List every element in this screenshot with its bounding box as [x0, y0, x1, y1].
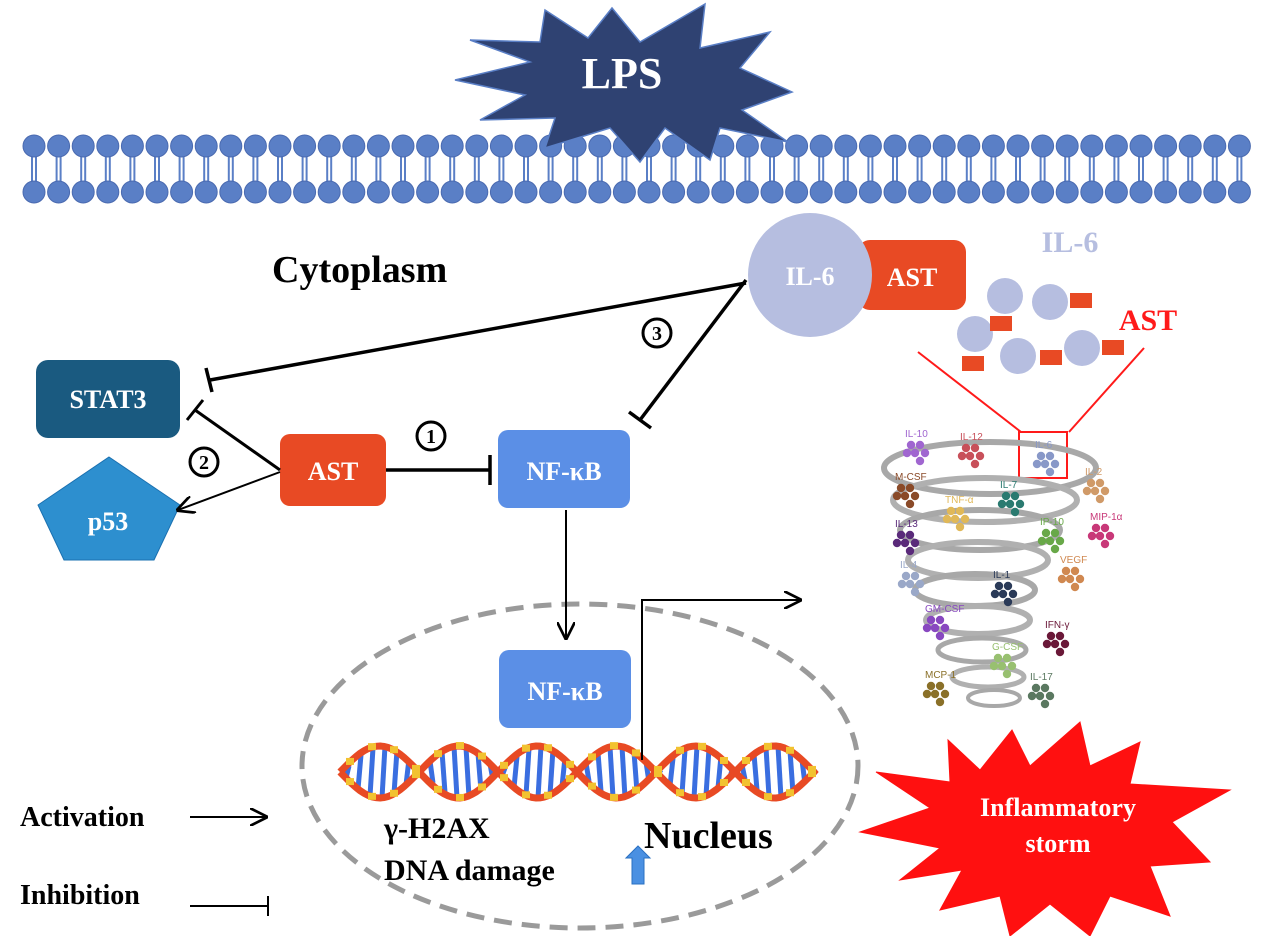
nfkb-cytoplasm-node: NF-κB — [498, 430, 630, 508]
cytokine-m-csf: M-CSF — [892, 472, 927, 509]
cytokine-il-7: IL-7 — [997, 480, 1025, 517]
ast-inhibit-stat3-bar — [185, 399, 205, 421]
cytokine-il-13: IL-13 — [892, 519, 920, 556]
nucleus-label: Nucleus — [644, 815, 773, 857]
il6-inhibit-nfkb-bar — [627, 410, 653, 430]
nfkb-nucleus-label: NF-κB — [527, 677, 602, 706]
ast-label: AST — [308, 457, 359, 486]
il6-inhibit-stat3-line — [209, 281, 747, 382]
dna-helix — [337, 742, 819, 802]
cytokine-il-1: IL-1 — [990, 570, 1018, 607]
dna-damage-label: DNA damage — [384, 854, 555, 887]
cytokine-il-4: IL-4 — [897, 560, 925, 597]
svg-text:MCP-1: MCP-1 — [925, 670, 957, 681]
svg-text:2: 2 — [199, 452, 209, 474]
svg-text:MIP-1α: MIP-1α — [1090, 512, 1123, 523]
nucleus-boundary — [299, 601, 861, 931]
increase-arrow-icon — [624, 845, 652, 885]
il6-circle-label: IL-6 — [785, 262, 834, 291]
nfkb-cytoplasm-label: NF-κB — [526, 457, 601, 486]
svg-text:IL-12: IL-12 — [960, 432, 983, 443]
storm-label-line1: Inflammatory — [980, 793, 1136, 822]
svg-text:IL-2: IL-2 — [1085, 467, 1103, 478]
cytokine-mip-1-: MIP-1α — [1087, 512, 1123, 549]
svg-text:IL-1: IL-1 — [993, 570, 1011, 581]
svg-text:IL-6: IL-6 — [1035, 440, 1053, 451]
cytokine-tnf-: TNF-α — [942, 495, 974, 532]
cytokine-il-17: IL-17 — [1027, 672, 1055, 709]
pathway-arrows — [178, 278, 800, 760]
svg-text:G-CSF: G-CSF — [992, 642, 1023, 653]
ast-inhibit-stat3-line — [194, 408, 281, 472]
legend-inhibition-label: Inhibition — [20, 880, 140, 911]
svg-text:TNF-α: TNF-α — [945, 495, 974, 506]
svg-text:M-CSF: M-CSF — [895, 472, 927, 483]
cytokine-il-12: IL-12 — [957, 432, 985, 469]
ast-bound-label: AST — [887, 263, 938, 292]
cytokine-il-6: IL-6 — [1032, 440, 1060, 477]
legend-activation-label: Activation — [20, 802, 145, 833]
svg-text:IL-13: IL-13 — [895, 519, 918, 530]
cytokine-g-csf: G-CSF — [989, 642, 1023, 679]
cytokine-gm-csf: GM-CSF — [922, 604, 964, 641]
ast-cluster-label: AST — [1119, 304, 1177, 337]
svg-text:3: 3 — [652, 323, 662, 345]
svg-text:IFN-γ: IFN-γ — [1045, 620, 1069, 631]
step-markers: 3 1 2 — [188, 317, 673, 478]
il6-ast-cluster: IL-6 AST — [917, 226, 1177, 479]
svg-text:IL-10: IL-10 — [905, 429, 928, 440]
svg-text:1: 1 — [426, 426, 436, 448]
svg-text:IL-7: IL-7 — [1000, 480, 1018, 491]
cytokine-ip-10: IP-10 — [1037, 517, 1064, 554]
ast-node: AST — [280, 434, 386, 506]
cytoplasm-label: Cytoplasm — [272, 249, 447, 291]
il6-inhibit-stat3-bar — [204, 367, 214, 393]
inflammatory-storm: Inflammatory storm — [858, 721, 1232, 936]
il6-cluster-label: IL-6 — [1042, 226, 1099, 259]
cytokine-il-10: IL-10 — [902, 429, 930, 466]
stat3-label: STAT3 — [69, 385, 146, 414]
cytokine-ifn-: IFN-γ — [1042, 620, 1069, 657]
gamma-h2ax-label: γ-H2AX — [383, 812, 490, 845]
nfkb-nucleus-node: NF-κB — [499, 650, 631, 728]
storm-label-line2: storm — [1026, 829, 1091, 858]
lps-shape: LPS — [454, 2, 794, 164]
p53-label: p53 — [88, 507, 128, 536]
svg-text:IP-10: IP-10 — [1040, 517, 1064, 528]
il6-ast-complex: AST IL-6 — [748, 213, 966, 337]
il6-inhibit-nfkb-line — [638, 278, 748, 422]
svg-text:IL-4: IL-4 — [900, 560, 918, 571]
dna-to-cytokine-arrow — [641, 600, 800, 760]
lps-label: LPS — [582, 49, 663, 98]
stat3-node: STAT3 — [36, 360, 180, 438]
svg-text:IL-17: IL-17 — [1030, 672, 1053, 683]
cytokine-vegf: VEGF — [1057, 555, 1087, 592]
legend: Activation Inhibition — [20, 802, 269, 916]
svg-text:VEGF: VEGF — [1060, 555, 1087, 566]
svg-text:GM-CSF: GM-CSF — [925, 604, 964, 615]
cell-membrane — [22, 134, 1251, 204]
cytokine-il-2: IL-2 — [1082, 467, 1110, 504]
p53-node: p53 — [37, 456, 181, 561]
cytokine-mcp-1: MCP-1 — [922, 670, 957, 707]
ast-activate-p53-arrow — [178, 471, 281, 510]
